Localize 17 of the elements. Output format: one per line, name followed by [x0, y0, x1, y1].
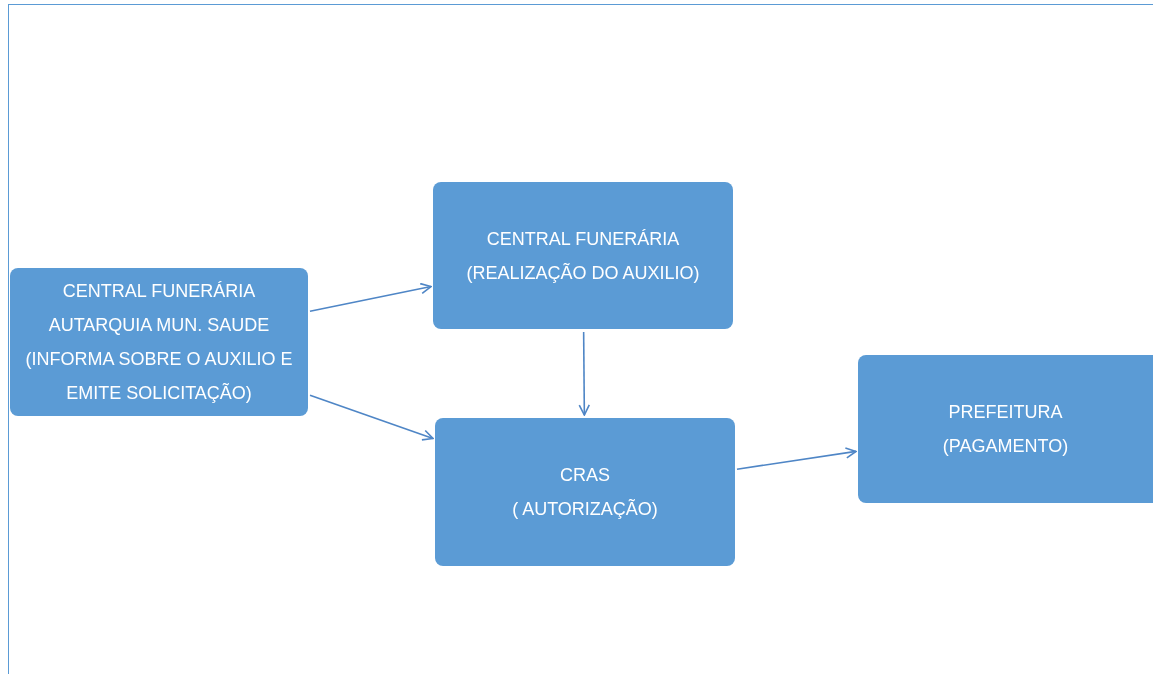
box-text: PREFEITURA: [948, 401, 1063, 424]
process-box: [435, 418, 735, 566]
arrow: [309, 394, 434, 441]
box-text: CENTRAL FUNERÁRIA: [486, 227, 680, 251]
box-text: (REALIZAÇÃO DO AUXILIO): [466, 261, 700, 285]
process-box: [858, 355, 1153, 503]
process-box: [433, 182, 733, 329]
box-text: AUTARQUIA MUN. SAUDE: [48, 314, 270, 337]
process-box: [10, 268, 308, 416]
box-text: CENTRAL FUNERÁRIA: [62, 280, 256, 303]
arrow: [309, 282, 432, 312]
box-text: CRAS: [560, 464, 610, 487]
arrow: [736, 447, 857, 471]
box-text: ( AUTORIZAÇÃO): [512, 498, 658, 521]
box-text: (PAGAMENTO): [942, 435, 1069, 458]
box-text: (INFORMA SOBRE O AUXILIO E EMITE SOLICITAÇÃO): [24, 348, 294, 405]
arrow: [578, 331, 591, 416]
